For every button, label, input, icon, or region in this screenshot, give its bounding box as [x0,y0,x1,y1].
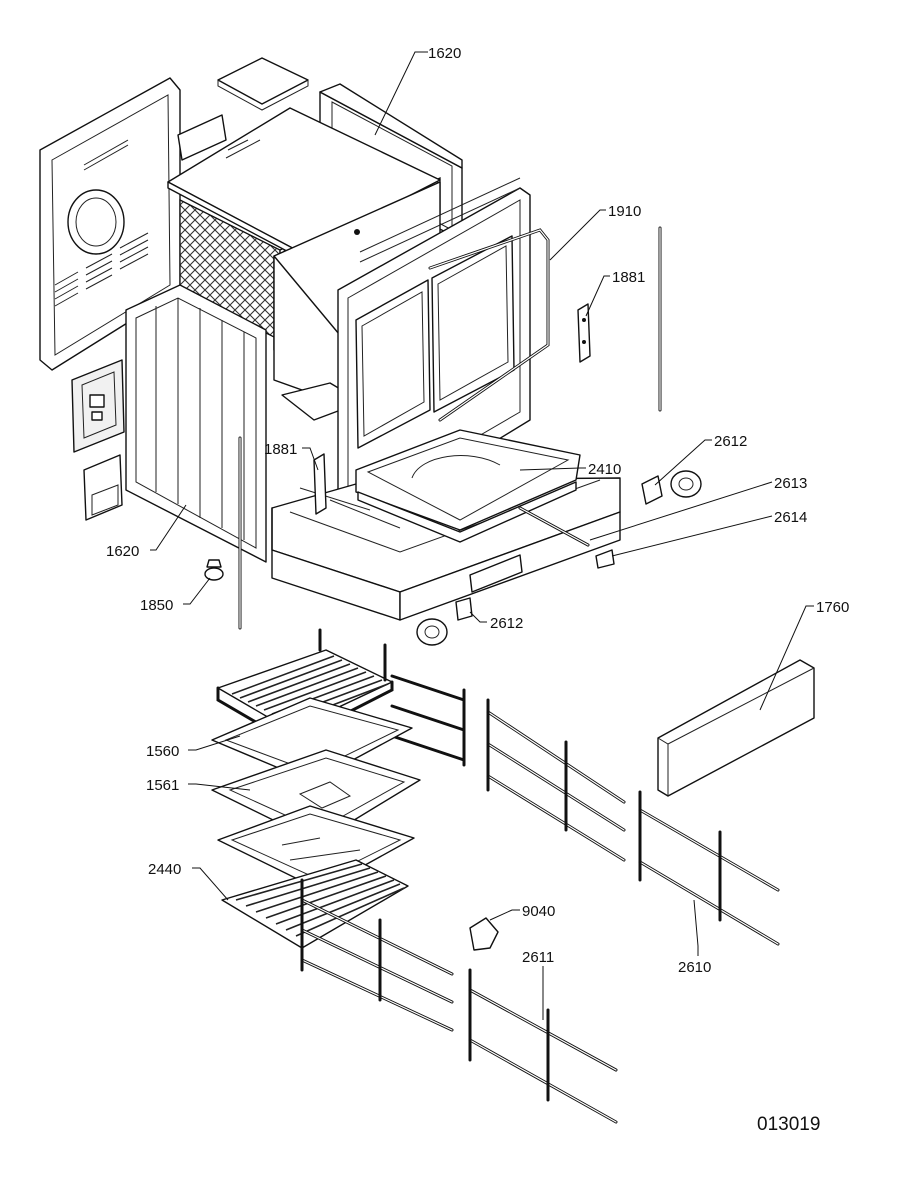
rack-side-runners [390,674,466,767]
oven-front-frame [337,177,550,531]
wheel-bottom [416,618,448,646]
enamel-tray [217,805,415,891]
rear-panel [319,83,463,169]
drawing-number: 013019 [757,1114,820,1135]
leader-lines [150,51,814,1020]
callout-1850: 1850 [140,597,173,614]
callout-2614: 2614 [774,509,807,526]
clip-9040 [469,917,499,951]
callout-2612-bottom: 2612 [490,615,523,632]
runner-set-center [486,698,626,862]
callout-1760: 1760 [816,599,849,616]
callout-2611: 2611 [522,949,554,966]
callout-1910: 1910 [608,203,641,220]
callout-2613: 2613 [774,475,807,492]
runner-set-lower-left [300,878,454,1032]
callout-1620-top: 1620 [428,45,461,62]
telescopic-runner-2613 [518,506,590,547]
grill-rack-2440 [221,859,409,949]
callout-1881-right: 1881 [612,269,645,286]
callout-1560: 1560 [146,743,179,760]
rear-bracket [177,114,227,161]
drip-tray-2410 [355,429,581,543]
wire-rack [216,628,394,744]
clip-2614 [595,549,615,569]
callout-1881-left: 1881 [264,441,297,458]
hinge-1881-left [313,453,327,515]
runner-set-2610 [638,790,780,946]
top-cover-plate [217,57,309,105]
clip-2612-bottom [455,597,473,621]
callout-2410: 2410 [588,461,621,478]
wheel-top [670,470,702,498]
trim-panel-1760 [657,659,815,797]
lower-bracket [83,454,123,521]
control-module-bracket [71,359,125,453]
side-panel-vents [54,232,149,307]
runner-set-2611 [468,968,618,1124]
side-panel-left [39,77,181,371]
foot-1850 [204,559,224,581]
callout-1620-bottom: 1620 [106,543,139,560]
side-panel-1620 [125,284,267,563]
callout-9040: 9040 [522,903,555,920]
callout-2610: 2610 [678,959,711,976]
clip-2612-top [641,475,663,505]
callout-1561: 1561 [146,777,179,794]
callout-2440: 2440 [148,861,181,878]
hinge-1881-right [577,303,591,363]
callout-2612-top: 2612 [714,433,747,450]
